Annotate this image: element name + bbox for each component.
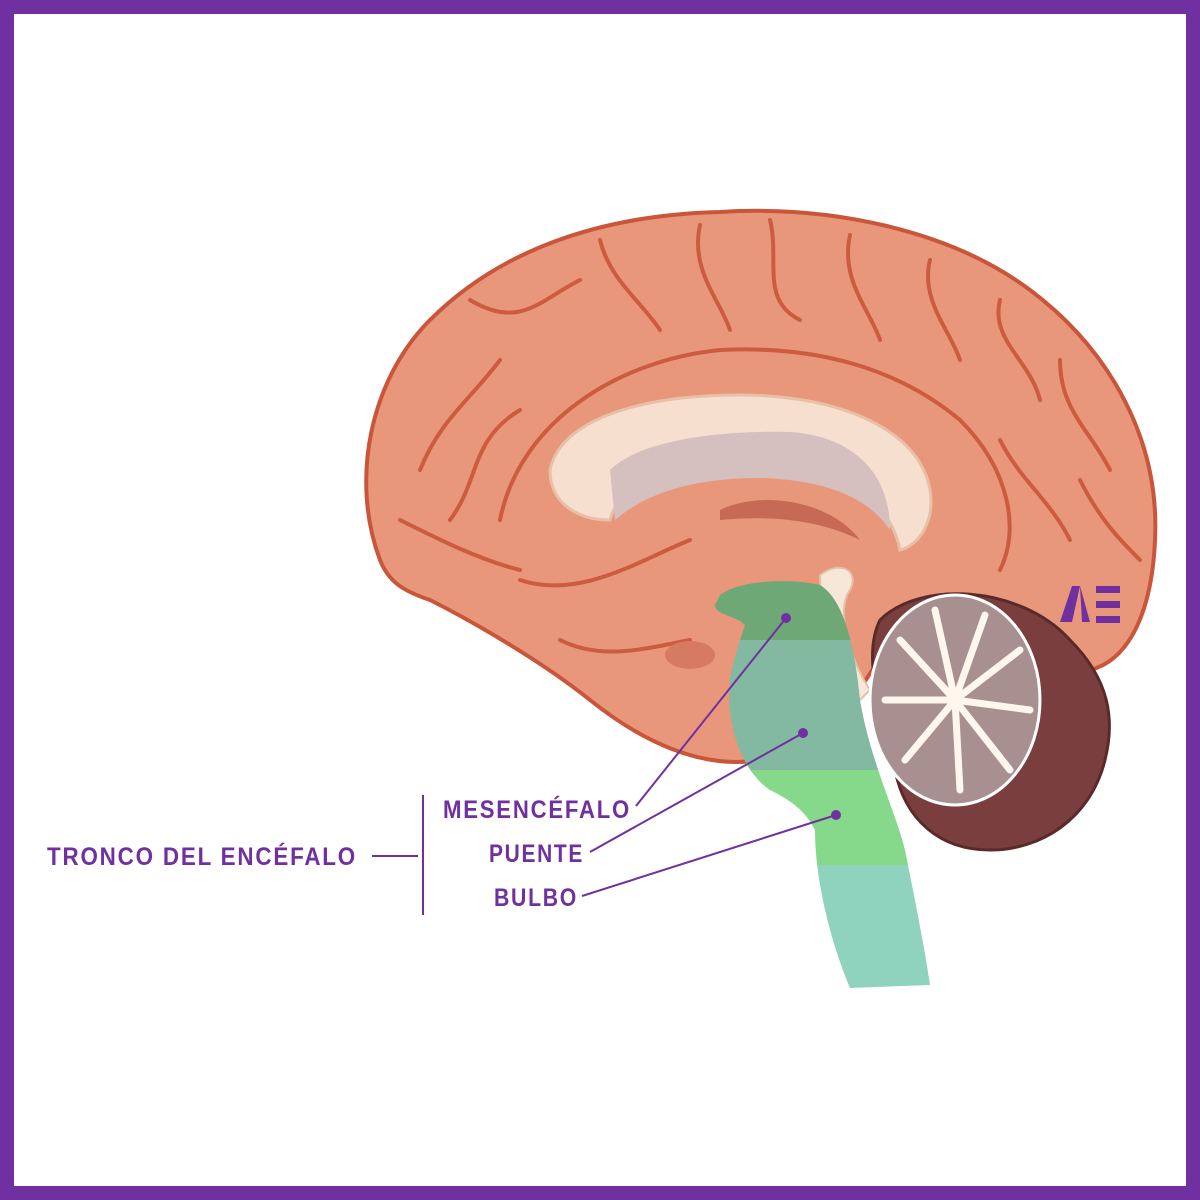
ae-logo xyxy=(1060,586,1120,623)
leader-bulbo xyxy=(581,814,837,897)
dot-bulbo xyxy=(831,810,841,820)
title-label: TRONCO DEL ENCÉFALO xyxy=(47,842,357,871)
leader-mesencefalo xyxy=(635,617,787,807)
label-puente: PUENTE xyxy=(489,840,584,868)
dot-puente xyxy=(798,728,808,738)
label-mesencefalo: MESENCÉFALO xyxy=(443,795,631,824)
dot-mesencefalo xyxy=(781,613,791,623)
cerebellum xyxy=(868,592,1111,852)
label-bulbo: BULBO xyxy=(494,884,578,912)
leader-puente xyxy=(589,732,804,853)
medula-region xyxy=(715,865,930,988)
